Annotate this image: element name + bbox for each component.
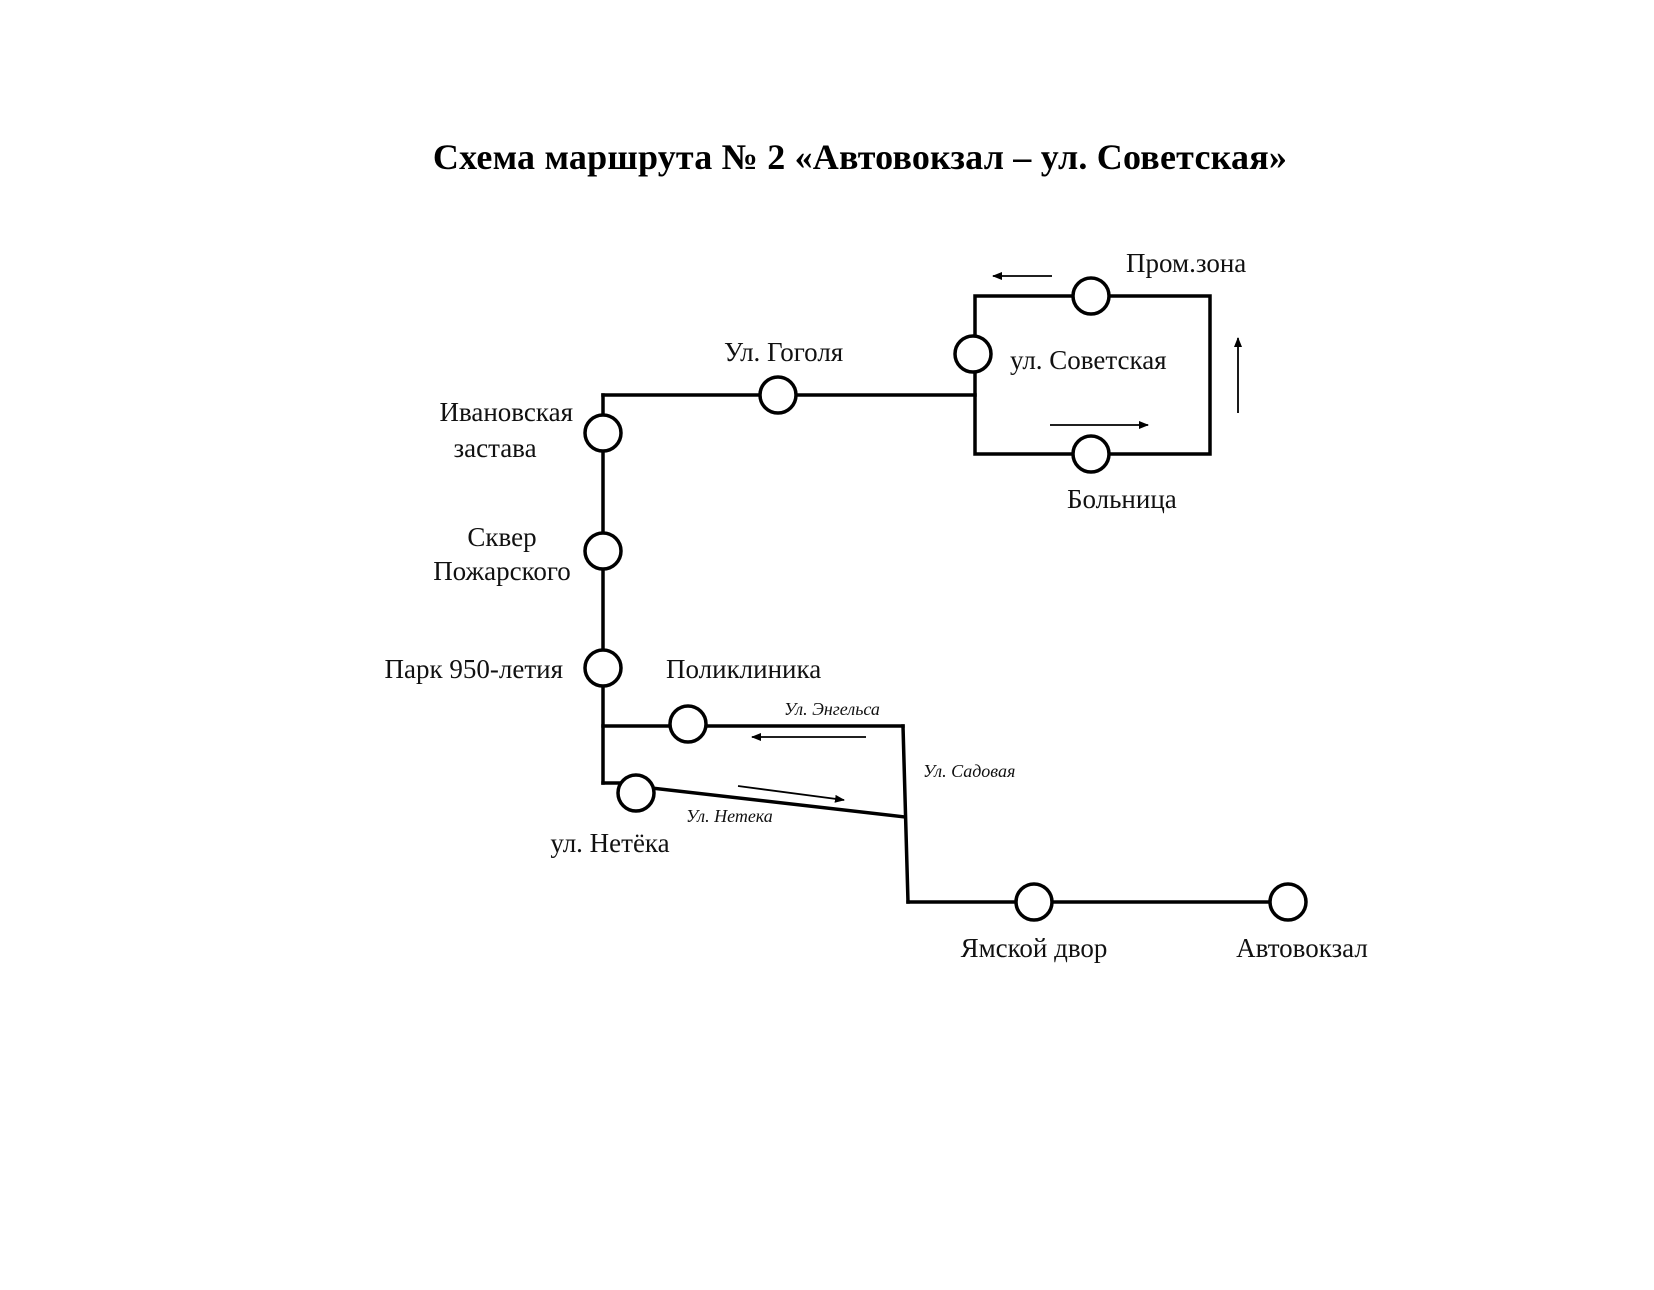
label-ivanovskaya-2: застава — [453, 433, 536, 463]
label-yamskoy-dvor: Ямской двор — [961, 933, 1108, 963]
label-gogolya: Ул. Гоголя — [724, 337, 843, 367]
stop-gogolya — [758, 375, 798, 415]
label-prom-zona: Пром.зона — [1126, 248, 1246, 278]
street-engelsa: Ул. Энгельса — [784, 699, 880, 719]
stop-poliklinika — [668, 704, 708, 744]
label-ivanovskaya-1: Ивановская — [439, 397, 573, 427]
stop-avtovokzal — [1268, 882, 1308, 922]
label-skver-2: Пожарского — [433, 556, 571, 586]
stop-bolnitsa — [1071, 434, 1111, 474]
label-neteka: ул. Нетёка — [550, 828, 669, 858]
loop-line — [973, 294, 1212, 456]
label-bolnitsa: Больница — [1067, 484, 1177, 514]
stop-labels: Пром.зона ул. Советская Больница Ул. Гог… — [385, 248, 1368, 963]
stop-neteka — [616, 773, 656, 813]
label-poliklinika: Поликлиника — [666, 654, 821, 684]
street-sadovaya: Ул. Садовая — [923, 761, 1015, 781]
diagram-title: Схема маршрута № 2 «Автовокзал – ул. Сов… — [432, 137, 1288, 177]
stop-ivanovskaya — [583, 413, 623, 453]
stops — [583, 276, 1308, 922]
stop-park-950 — [583, 648, 623, 688]
sadovaya-line — [901, 724, 910, 904]
direction-arrows — [737, 272, 1242, 803]
stop-sovetskaya — [953, 334, 993, 374]
arrow-right-neteka-icon — [737, 785, 845, 803]
label-avtovokzal: Автовокзал — [1236, 933, 1368, 963]
neteka-line — [623, 783, 907, 819]
street-neteka: Ул. Нетека — [686, 806, 773, 826]
street-labels: Ул. Энгельса Ул. Садовая Ул. Нетека — [686, 699, 1015, 826]
stop-prom-zona — [1071, 276, 1111, 316]
stop-yamskoy-dvor — [1014, 882, 1054, 922]
label-skver-1: Сквер — [467, 522, 536, 552]
label-park-950: Парк 950-летия — [385, 654, 563, 684]
label-sovetskaya: ул. Советская — [1010, 345, 1167, 375]
stop-skver — [583, 531, 623, 571]
